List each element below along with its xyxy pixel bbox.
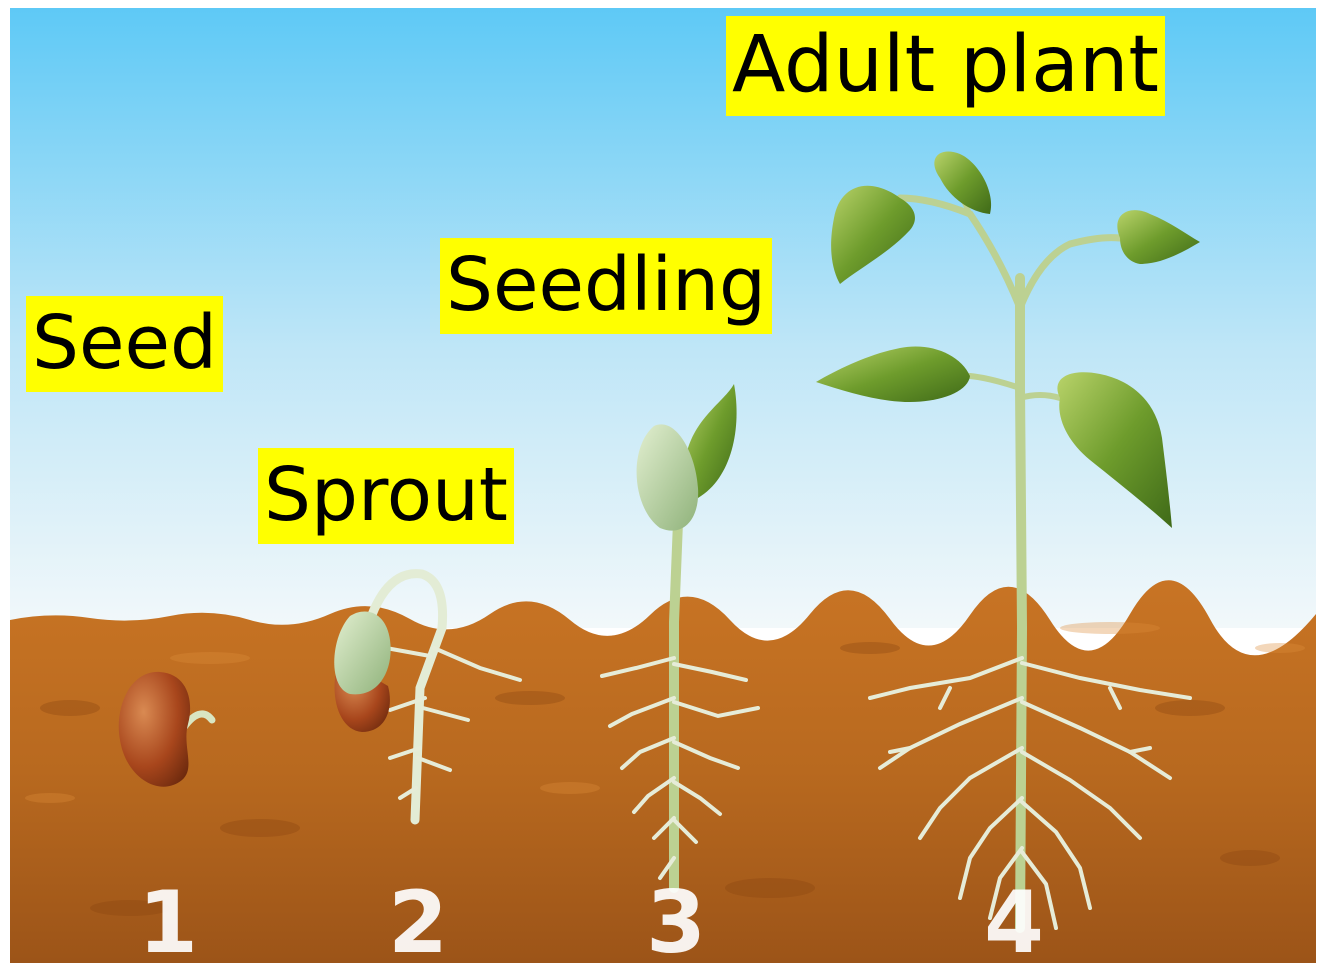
stage-number-1: 1 — [138, 873, 198, 963]
label-sprout: Sprout — [258, 448, 514, 544]
label-adult-plant: Adult plant — [726, 16, 1165, 116]
stage-number-2: 2 — [388, 873, 448, 963]
stage-number-4: 4 — [984, 873, 1044, 963]
growth-illustration: 1 2 3 4 — [10, 8, 1316, 963]
label-seed: Seed — [26, 296, 223, 392]
stage-number-3: 3 — [646, 873, 706, 963]
label-seedling: Seedling — [440, 238, 772, 334]
